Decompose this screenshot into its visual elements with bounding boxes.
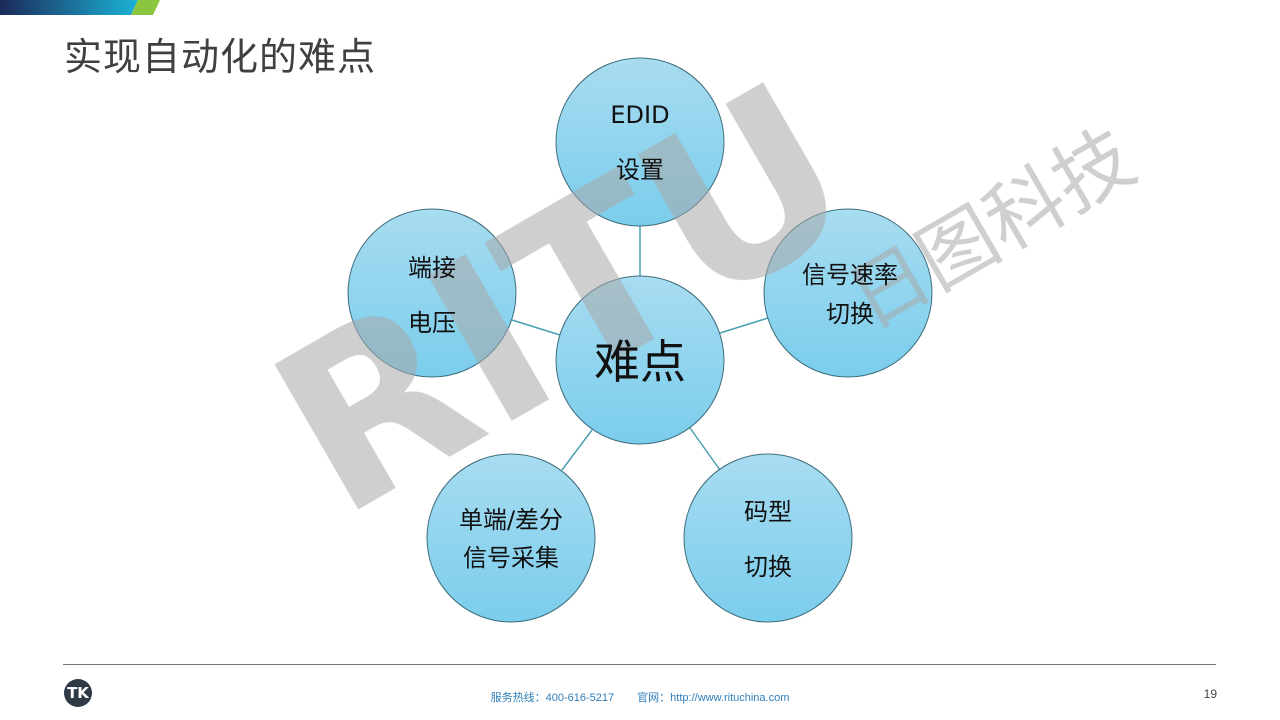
connector-line	[561, 429, 593, 471]
footer-divider	[63, 664, 1216, 665]
node-circle-termination	[347, 208, 517, 378]
node-label: 设置	[616, 156, 664, 184]
connector-line	[511, 319, 561, 336]
node-label: 切换	[826, 300, 874, 328]
company-logo: TK	[64, 679, 92, 707]
node-label: 电压	[408, 309, 456, 337]
center-label: 难点	[594, 335, 686, 389]
node-circle-signal-rate	[763, 208, 933, 378]
page-title: 实现自动化的难点	[64, 35, 377, 79]
connector-line	[689, 427, 721, 471]
node-circle-edid	[555, 57, 725, 227]
connector-lines	[511, 226, 769, 471]
node-label: 信号速率	[802, 261, 898, 289]
node-circle-signal-acquisition	[426, 453, 596, 623]
node-circle-code-type	[683, 453, 853, 623]
node-label: 码型	[744, 498, 792, 526]
connector-line	[719, 317, 769, 334]
node-label: 信号采集	[463, 544, 559, 572]
watermark: RITU 日图科技	[234, 33, 1150, 567]
node-label: 单端/差分	[459, 506, 563, 534]
website-link[interactable]: 官网：http://www.rituchina.com	[637, 692, 790, 704]
node-label: 端接	[408, 254, 456, 282]
hotline-text: 服务热线：400-616-5217	[490, 692, 615, 704]
page-number: 19	[1203, 687, 1217, 701]
footer-contact: 服务热线：400-616-5217 官网：http://www.rituchin…	[0, 689, 1280, 705]
center-circle	[555, 275, 725, 445]
node-label: EDID	[610, 101, 669, 129]
top-accent-bar	[0, 0, 160, 15]
node-label: 切换	[744, 553, 792, 581]
